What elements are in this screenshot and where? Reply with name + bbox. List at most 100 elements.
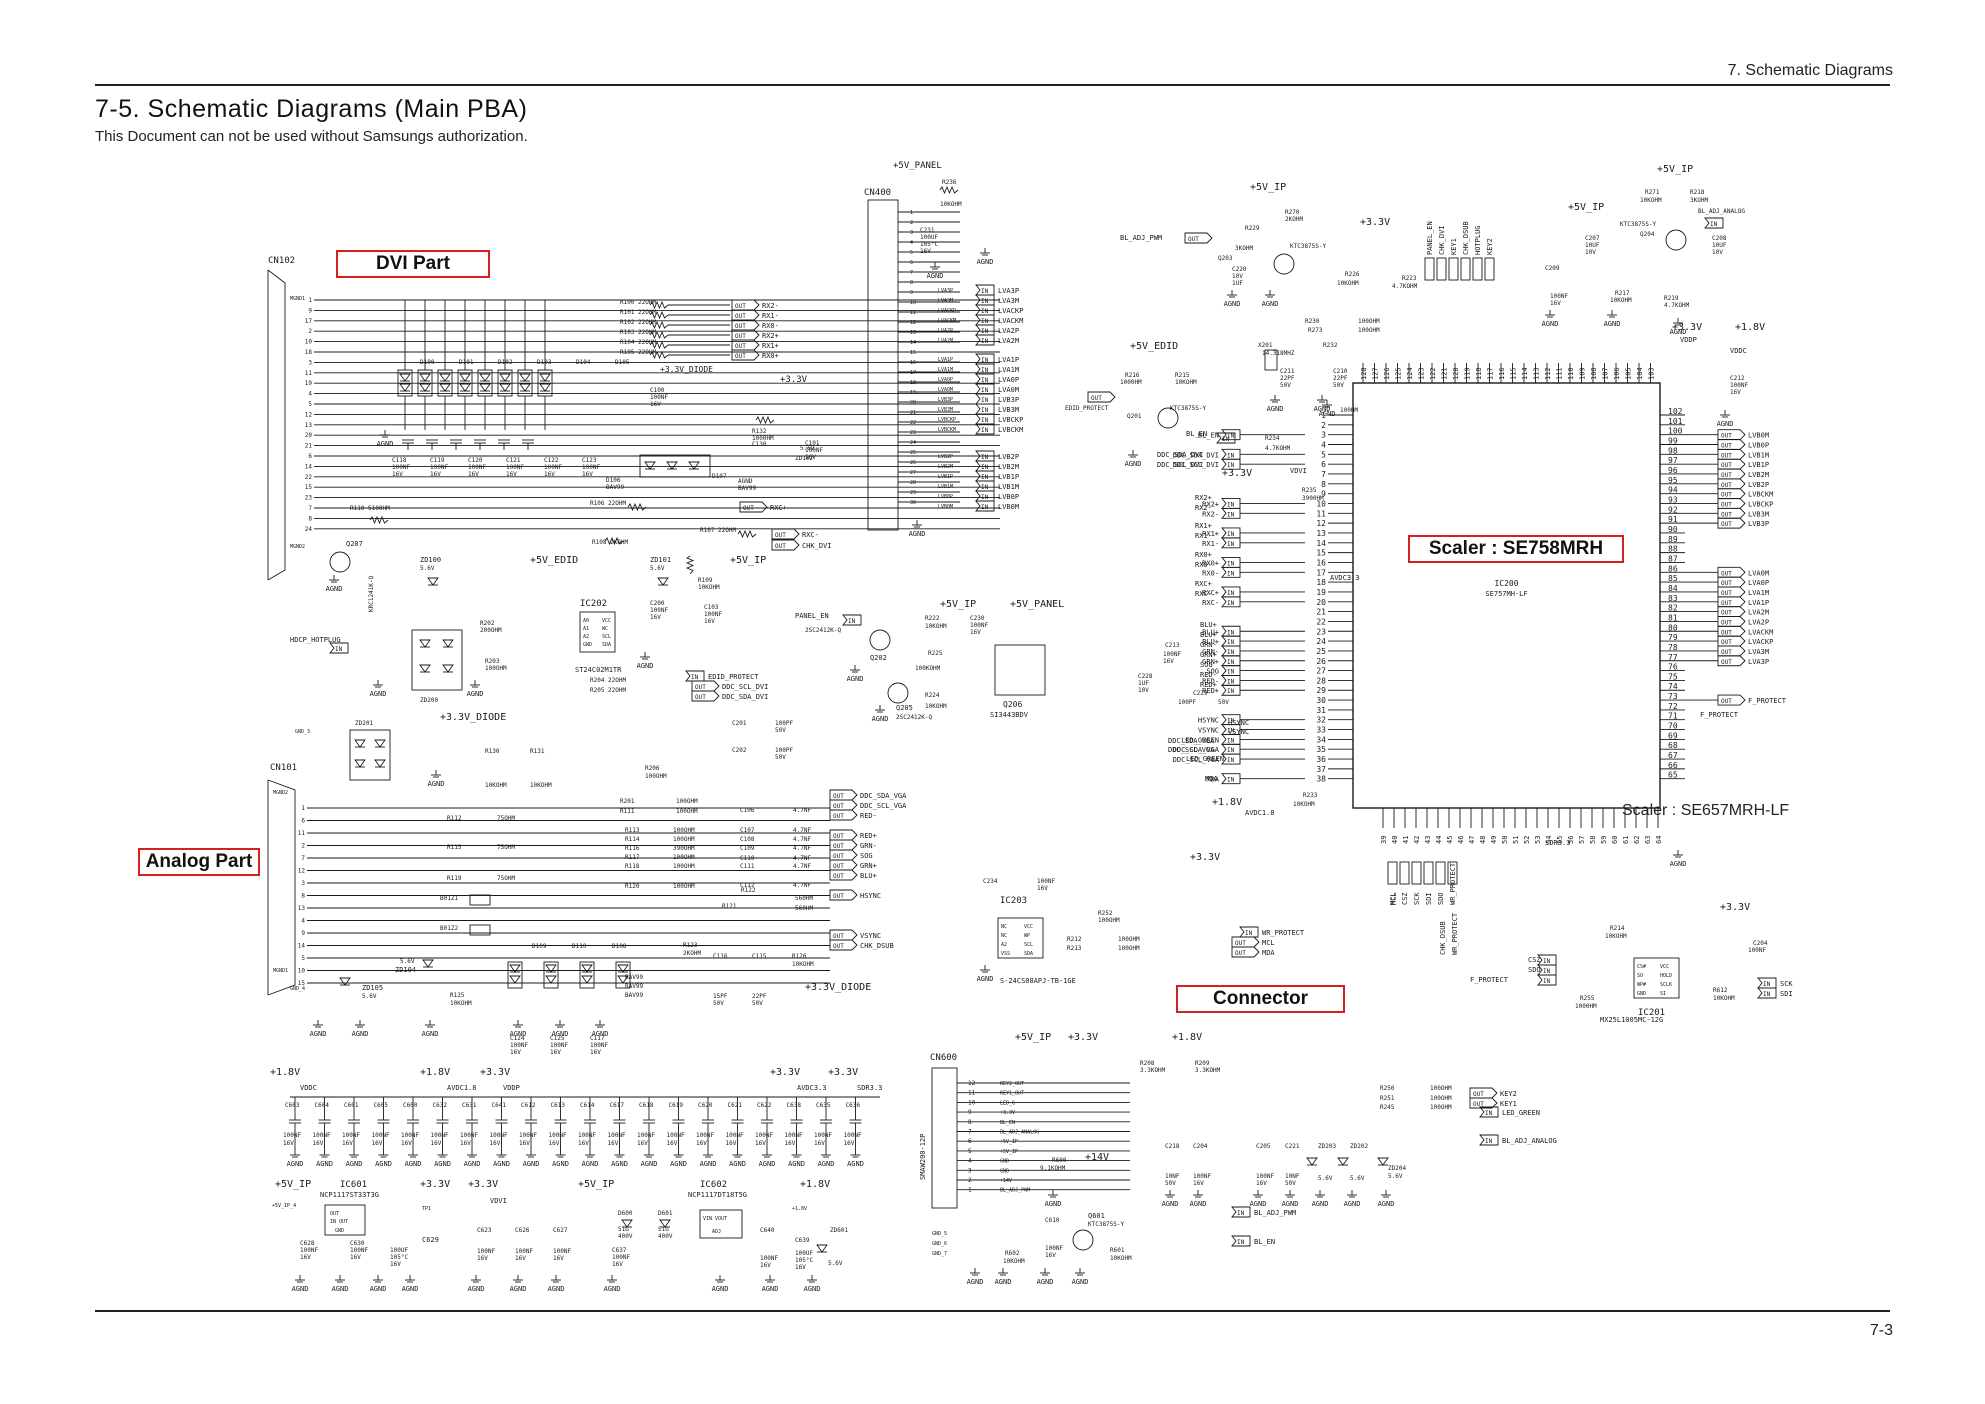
cap-value: 16V — [430, 471, 441, 478]
cap-value: 50V — [775, 727, 786, 734]
port-out — [829, 939, 858, 951]
port-out — [829, 839, 858, 851]
net-label: DDC_SDA_DVI — [1157, 451, 1203, 459]
resistor-value: 2KOHM — [1285, 216, 1303, 223]
vga-net-label: VSYNC — [1228, 728, 1249, 736]
part-label: BAV99 — [738, 485, 756, 492]
port-vertical — [1411, 861, 1422, 885]
cap-label: C208 — [1712, 235, 1727, 242]
diode-label: D104 — [576, 359, 591, 366]
cn102-pin: 23 — [305, 495, 313, 502]
ground-label: GND_6 — [932, 1241, 947, 1247]
net-label: LVB0P — [998, 493, 1019, 501]
ic202-body — [579, 611, 616, 653]
port-tag: OUT — [833, 813, 844, 820]
scaler-pin-number: 83 — [1668, 594, 1678, 603]
cap-value: 100PF — [775, 747, 793, 754]
ground-label: AGND — [405, 1160, 422, 1168]
resistor-value: 2KOHM — [683, 950, 701, 957]
decoupling-cap-value: 16V — [283, 1140, 294, 1147]
resistor-label: R245 — [1380, 1104, 1395, 1111]
ground-label: AGND — [370, 690, 387, 698]
ground-label: AGND — [847, 1160, 864, 1168]
scaler-pin-number: 15 — [1316, 549, 1326, 558]
decoupling-cap-label: C603 — [285, 1102, 300, 1109]
cap-value: 16V — [1550, 300, 1561, 307]
ic-pin: VSS — [1001, 951, 1010, 957]
vga-net-label: GRN+ — [1200, 651, 1217, 659]
port-out — [1087, 391, 1116, 403]
diode — [427, 577, 439, 586]
net-label: BL_ADJ_PWM — [1254, 1209, 1296, 1217]
net-label: RED+ — [860, 832, 877, 840]
part-label: X201 — [1258, 342, 1273, 349]
scaler-pin-number: 103 — [1648, 367, 1656, 380]
vga-net-label: RED- — [1200, 671, 1217, 679]
net-label: LVA0P — [998, 376, 1019, 384]
cn600-pin-label: KEY1_OUT — [1000, 1091, 1024, 1097]
diode — [459, 383, 471, 392]
scaler-pin-number: 72 — [1668, 702, 1678, 711]
resistor-value: 100OHM — [673, 836, 695, 843]
port-tag: OUT — [1235, 940, 1246, 947]
scaler-pin-number: 53 — [1534, 836, 1542, 844]
rx-net-label: RX0+ — [1195, 551, 1212, 559]
resistor-value: 100OHM — [1118, 945, 1140, 952]
scaler-pin-number: 84 — [1668, 584, 1678, 593]
dvi-part-label: DVI Part — [336, 250, 490, 278]
port-tag: IN — [981, 484, 989, 491]
port-tag: OUT — [735, 343, 746, 350]
cap-value: 4.7NF — [793, 845, 811, 852]
port-tag: IN — [981, 367, 989, 374]
port-in — [1221, 537, 1241, 549]
scaler-pin-number: 7 — [1321, 470, 1326, 479]
vga-net-label: BLU+ — [1200, 631, 1217, 639]
port-in — [1216, 432, 1236, 444]
ground-label: AGND — [1604, 320, 1621, 328]
resistor-value: 100OHM — [1098, 917, 1120, 924]
resistor-label: R111 — [620, 808, 635, 815]
rail-label: +3.3V — [1672, 322, 1702, 333]
resistor-value: 9.1KOHM — [1040, 1165, 1066, 1172]
port-tag: OUT — [1473, 1091, 1484, 1098]
port-vertical — [1436, 257, 1447, 281]
decoupling-cap-label: C638 — [787, 1102, 802, 1109]
net-label: LVA1P — [1748, 599, 1769, 607]
decoupling-cap-label: C618 — [639, 1102, 654, 1109]
ic-pin: WP# — [1637, 982, 1646, 988]
scaler-top-net: KEY2 — [1486, 238, 1494, 255]
scaler-pin-number: 91 — [1668, 515, 1678, 524]
transistor-label: Q205 — [896, 704, 913, 712]
resistor-label: R235 — [1302, 487, 1317, 494]
rail-label: AVDC3.3 — [797, 1084, 827, 1092]
resistor-value: 10KOHM — [1293, 801, 1315, 808]
cap-value: 10V — [1232, 273, 1243, 280]
scaler-top-net: CHK_DSUB — [1462, 221, 1470, 255]
resistor-value: 10KOHM — [1110, 1255, 1132, 1262]
net-label: RED+ — [1202, 687, 1219, 695]
net-label: PANEL_EN — [795, 612, 829, 620]
port-out — [1469, 1097, 1498, 1109]
ground-label: AGND — [287, 1160, 304, 1168]
cap-value: 16V — [477, 1255, 488, 1262]
net-label: BL_ADJ_ANALOG — [1698, 208, 1745, 215]
dvi-resistor — [649, 300, 669, 310]
net-label: DDC_SDA_VGA — [1173, 746, 1220, 754]
port-vertical — [1387, 861, 1398, 885]
ic601-part: NCP1117ST33T3G — [320, 1191, 379, 1199]
cn102-pin: 22 — [305, 474, 313, 481]
net-label: GRN+ — [860, 862, 877, 870]
cap-value: 100NF — [805, 447, 823, 454]
port-tag: OUT — [833, 873, 844, 880]
decoupling-cap-label: C622 — [757, 1102, 772, 1109]
net-label: SOG — [860, 852, 873, 860]
net-label: SOG — [1206, 668, 1219, 676]
port-tag: IN — [981, 397, 989, 404]
port-tag: OUT — [1235, 950, 1246, 957]
scaler-pin-number: 117 — [1487, 367, 1495, 380]
port-tag: IN — [1227, 639, 1235, 646]
decoupling-cap-value: 16V — [814, 1140, 825, 1147]
scaler-pin-number: 89 — [1668, 535, 1678, 544]
scaler-pin-number: 48 — [1479, 836, 1487, 844]
cn400-pin: 25 — [910, 450, 916, 456]
